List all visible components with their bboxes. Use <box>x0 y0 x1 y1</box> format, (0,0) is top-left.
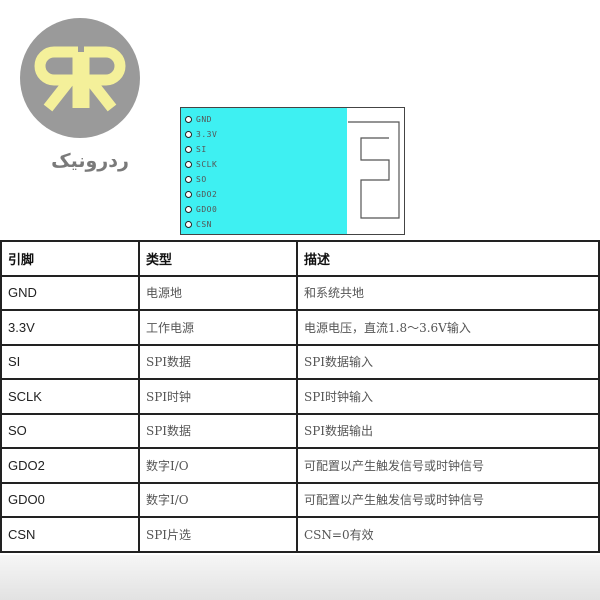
module-pin: SI <box>185 142 207 156</box>
table-row: SI SPI数据 SPI数据输入 <box>0 343 600 380</box>
table-header-row: 引脚 类型 描述 <box>0 240 600 277</box>
table-row: GND 电源地 和系统共地 <box>0 274 600 311</box>
table-row: SO SPI数据 SPI数据输出 <box>0 412 600 449</box>
cell-type: SPI数据 <box>138 343 298 380</box>
cell-description: CSN=0有效 <box>296 516 600 553</box>
header-type: 类型 <box>138 240 298 277</box>
module-pin: 3.3V <box>185 127 217 141</box>
cell-pin: SCLK <box>0 378 140 415</box>
module-pin: GDO2 <box>185 187 217 201</box>
logo-rr-icon <box>34 46 126 112</box>
pin-dot-icon <box>185 175 192 183</box>
header-description: 描述 <box>296 240 600 277</box>
pin-dot-icon <box>185 145 192 153</box>
logo <box>20 18 140 138</box>
cell-pin: GDO0 <box>0 481 140 518</box>
header-pin: 引脚 <box>0 240 140 277</box>
table-row: SCLK SPI时钟 SPI时钟输入 <box>0 378 600 415</box>
table-row: GDO0 数字I/O 可配置以产生触发信号或时钟信号 <box>0 481 600 518</box>
bottom-band <box>0 555 600 600</box>
table-row: GDO2 数字I/O 可配置以产生触发信号或时钟信号 <box>0 447 600 484</box>
cell-type: 数字I/O <box>138 481 298 518</box>
table-row: 3.3V 工作电源 电源电压，直流1.8～3.6V输入 <box>0 309 600 346</box>
cell-type: SPI片选 <box>138 516 298 553</box>
cell-pin: 3.3V <box>0 309 140 346</box>
pin-table: 引脚 类型 描述 GND 电源地 和系统共地 3.3V 工作电源 电源电压，直流… <box>0 240 600 553</box>
cell-type: SPI时钟 <box>138 378 298 415</box>
logo-text: ردرونیک <box>51 150 129 172</box>
cell-pin: SO <box>0 412 140 449</box>
module-diagram: GND 3.3V SI SCLK SO GDO2 GDO0 CSN <box>180 107 405 235</box>
antenna-trace-icon <box>348 121 400 219</box>
cell-description: SPI数据输出 <box>296 412 600 449</box>
cell-type: SPI数据 <box>138 412 298 449</box>
module-pin: CSN <box>185 217 212 231</box>
module-chip <box>181 108 347 234</box>
cell-description: 可配置以产生触发信号或时钟信号 <box>296 481 600 518</box>
cell-pin: GDO2 <box>0 447 140 484</box>
cell-description: 电源电压，直流1.8～3.6V输入 <box>296 309 600 346</box>
cell-pin: GND <box>0 274 140 311</box>
cell-type: 工作电源 <box>138 309 298 346</box>
cell-type: 数字I/O <box>138 447 298 484</box>
pin-dot-icon <box>185 130 192 138</box>
pin-dot-icon <box>185 115 192 123</box>
cell-description: 可配置以产生触发信号或时钟信号 <box>296 447 600 484</box>
cell-pin: SI <box>0 343 140 380</box>
pin-dot-icon <box>185 190 192 198</box>
cell-description: 和系统共地 <box>296 274 600 311</box>
cell-type: 电源地 <box>138 274 298 311</box>
cell-pin: CSN <box>0 516 140 553</box>
cell-description: SPI数据输入 <box>296 343 600 380</box>
pin-dot-icon <box>185 205 192 213</box>
module-pin: SCLK <box>185 157 217 171</box>
pin-dot-icon <box>185 220 192 228</box>
module-pin: GND <box>185 112 212 126</box>
table-row: CSN SPI片选 CSN=0有效 <box>0 516 600 553</box>
pin-dot-icon <box>185 160 192 168</box>
module-pin: GDO0 <box>185 202 217 216</box>
module-pin: SO <box>185 172 207 186</box>
cell-description: SPI时钟输入 <box>296 378 600 415</box>
